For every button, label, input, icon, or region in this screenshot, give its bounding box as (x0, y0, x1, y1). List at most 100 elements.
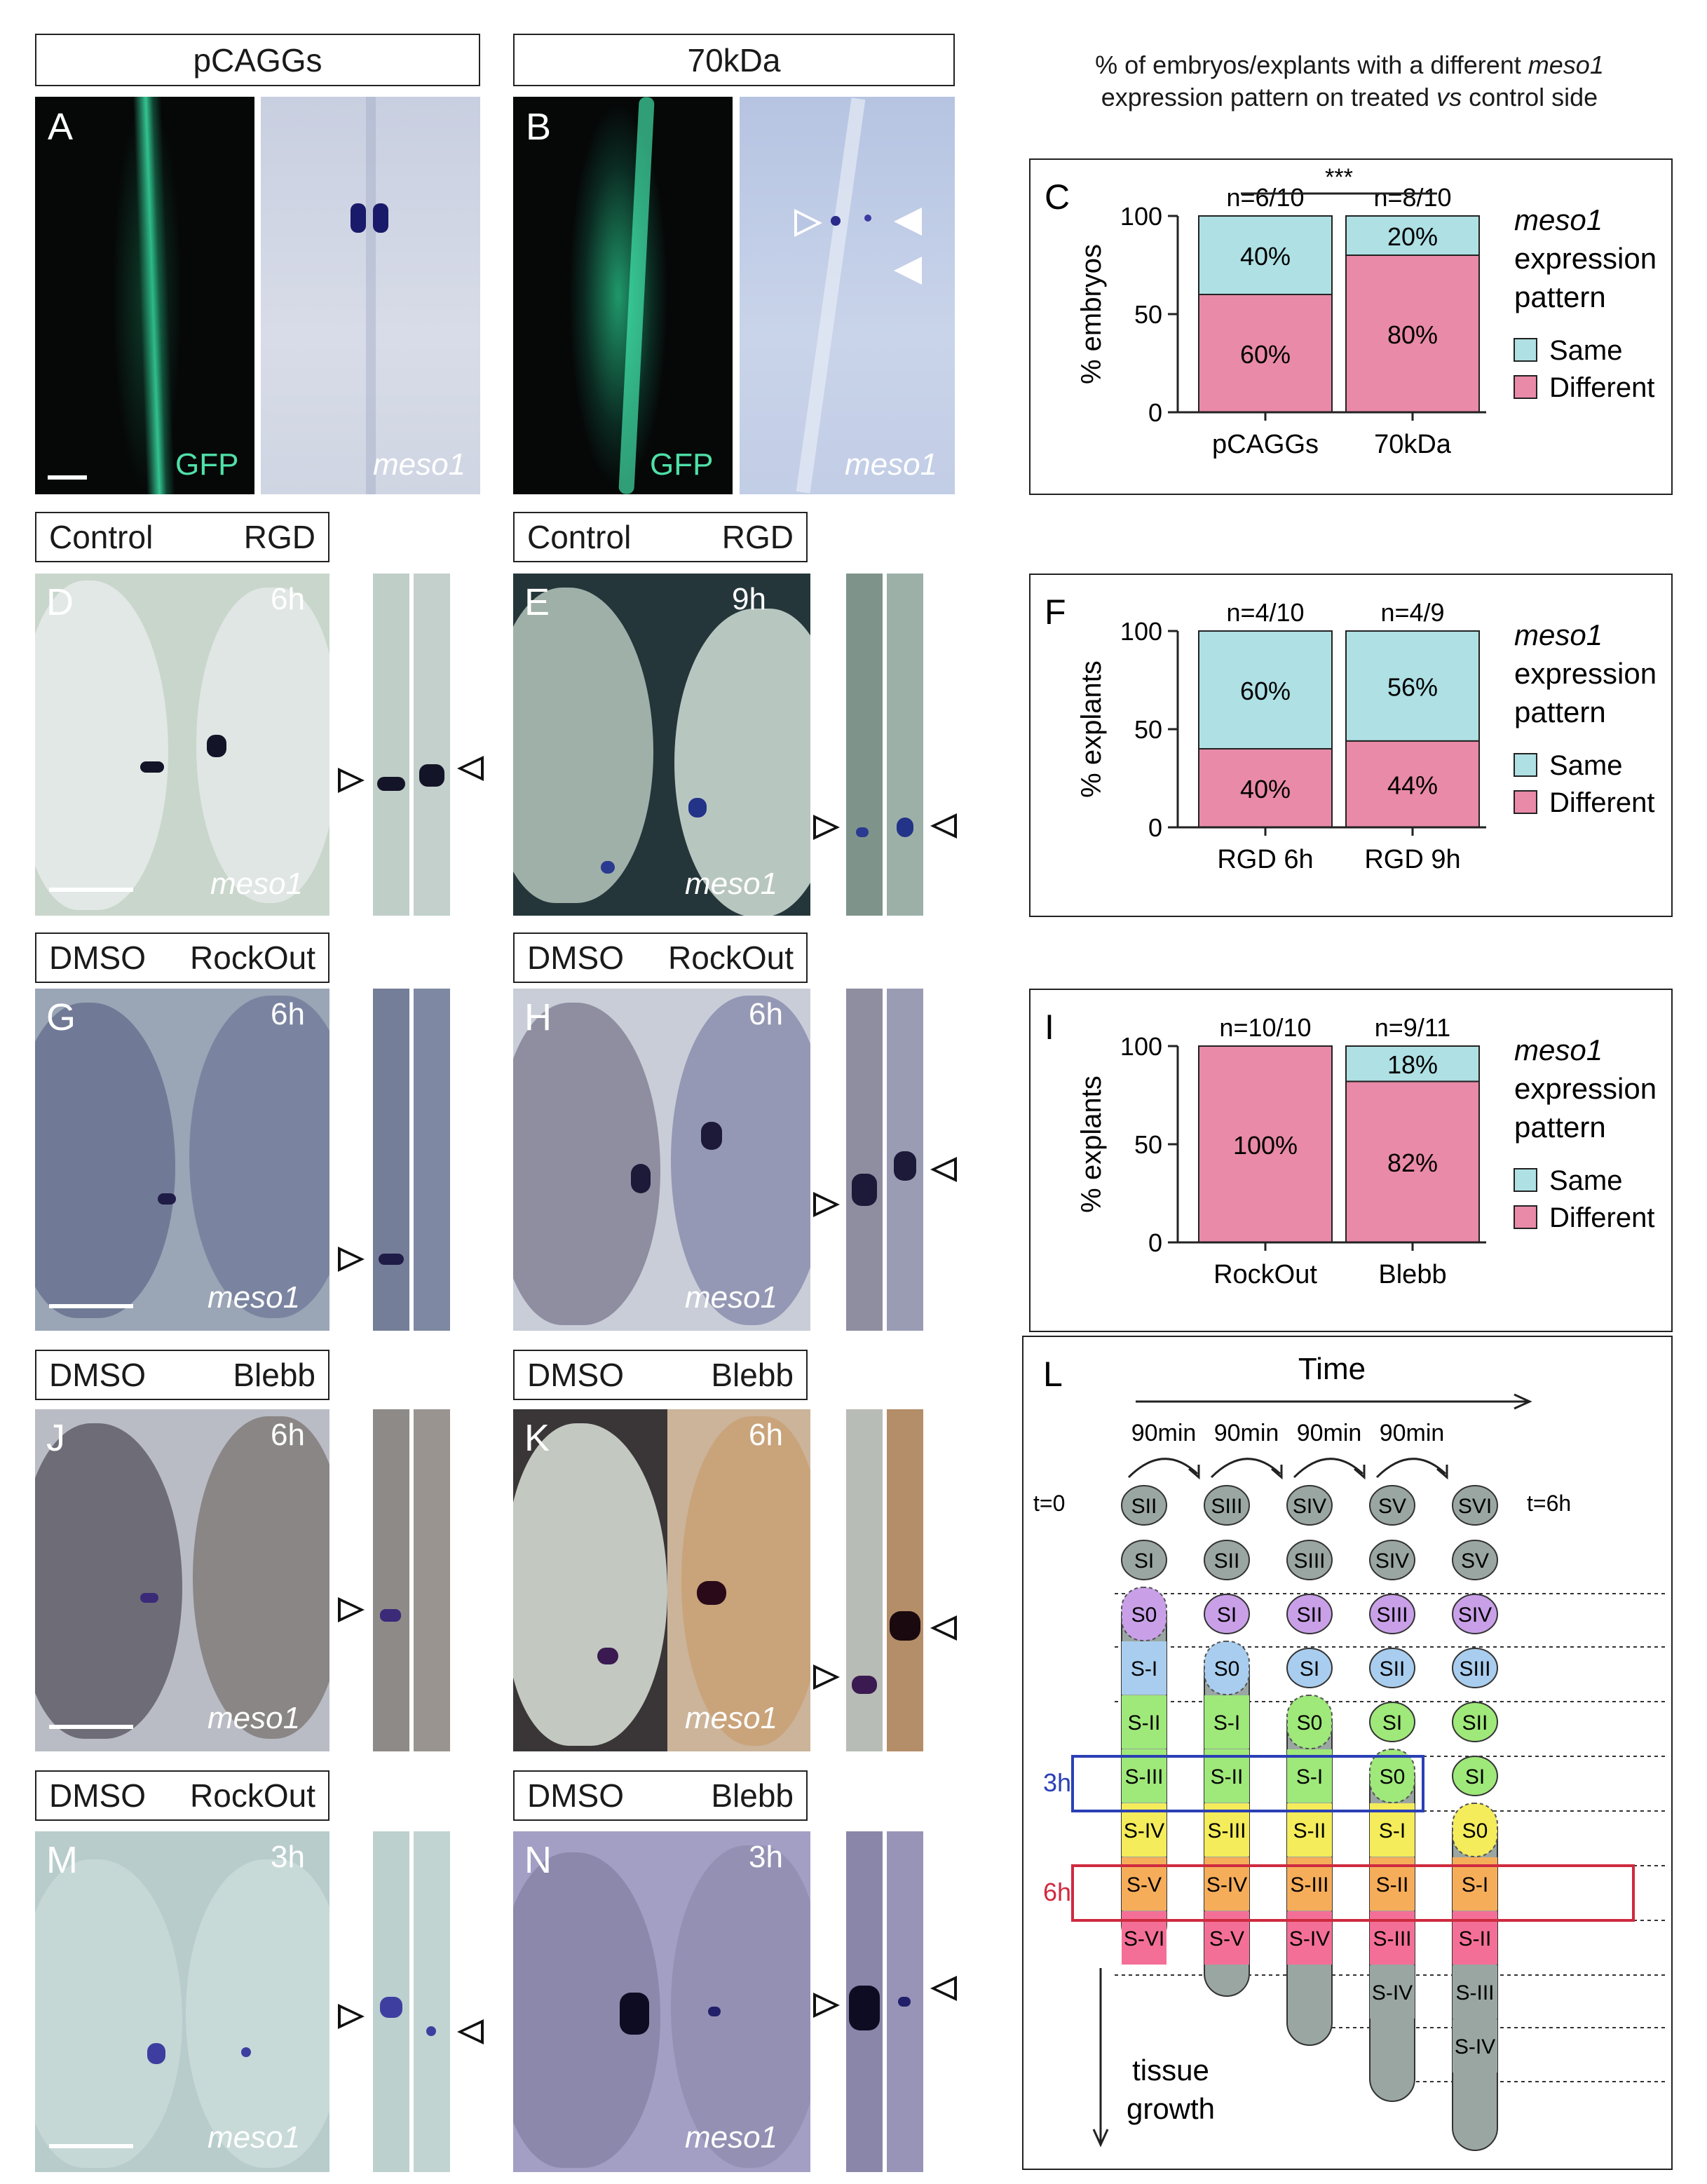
psm-segment-S-I (1287, 1749, 1332, 1803)
somite-label: SI (1465, 1765, 1485, 1789)
psm-segment-S-IV (1453, 2019, 1497, 2073)
panel-j-image: J 6h meso1 (35, 1409, 329, 1751)
legend-title-gene: meso1 (1514, 203, 1603, 236)
psm-label: S-III (1207, 1819, 1246, 1843)
header-d-right: RGD (243, 519, 315, 555)
strip-k-control (846, 1409, 883, 1751)
psm-segment-S0 (1121, 1587, 1167, 1641)
meso1-stain (708, 2007, 721, 2016)
psm-segment-S0 (1369, 1749, 1415, 1803)
data-label: 40% (1240, 775, 1291, 803)
psm-label: S0 (1462, 1819, 1488, 1843)
somite-label: SII (1214, 1549, 1240, 1573)
interval-arrow (1210, 1458, 1281, 1479)
gfp-signal (562, 97, 674, 494)
meso1-label: meso1 (685, 2120, 778, 2155)
somite-SV (1452, 1540, 1498, 1580)
legend-title-gene: meso1 (1514, 1033, 1603, 1066)
strip-m-control (373, 1831, 409, 2172)
header-n-right: Blebb (711, 1777, 794, 1814)
explant-control (513, 1423, 667, 1746)
bar-segment-same (1345, 630, 1480, 742)
filled-arrowhead (894, 257, 922, 285)
panel-e-image: E 9h meso1 (513, 574, 810, 916)
open-arrowhead-inner (463, 760, 481, 777)
somite-label: SIV (1458, 1603, 1492, 1627)
strip-h-control (846, 989, 883, 1331)
psm-label: S-II (1128, 1711, 1161, 1735)
strip-j-control (373, 1409, 409, 1751)
psm-label: S-III (1455, 1981, 1494, 2005)
legend-title: pattern (1514, 280, 1606, 313)
open-arrowhead-inner (463, 2023, 481, 2040)
strip-d-control (373, 574, 409, 916)
somite-label: SI (1300, 1657, 1319, 1681)
panel-b-meso1-image: meso1 (740, 97, 955, 494)
psm-label: S-II (1211, 1765, 1244, 1789)
neural-tube (366, 97, 376, 494)
header-j-right: Blebb (233, 1357, 315, 1393)
n-label: n=4/9 (1380, 598, 1444, 627)
header-70kda-text: 70kDa (687, 41, 781, 79)
panel-label-j: J (46, 1417, 65, 1459)
bar-segment-same (1345, 1045, 1480, 1083)
somite-label: SIII (1211, 1495, 1242, 1518)
strip-k-treated (887, 1409, 923, 1751)
legend-label-different: Different (1549, 1202, 1654, 1233)
meso1-label: meso1 (685, 1280, 778, 1315)
psm-segment-S-II (1204, 1749, 1249, 1803)
somite-SV (1369, 1485, 1415, 1526)
meso1-stain (377, 777, 405, 791)
time-arrow-head (1514, 1393, 1532, 1410)
somite-label: SII (1462, 1711, 1488, 1735)
meso1-stain (688, 798, 707, 818)
y-tick-label: 100 (1120, 617, 1162, 646)
explant-control (35, 1003, 175, 1318)
meso1-stain (147, 2043, 165, 2064)
panel-m-image: M 3h meso1 (35, 1831, 329, 2172)
meso1-stain (158, 1193, 176, 1205)
y-tick-label: 100 (1120, 1032, 1162, 1061)
panel-d-image: D 6h meso1 (35, 574, 329, 916)
header-70kda: 70kDa (513, 34, 955, 86)
panel-a-meso1-image: meso1 (261, 97, 480, 494)
open-arrowhead-inner (341, 772, 359, 789)
time-label: 6h (749, 997, 783, 1031)
meso1-label: meso1 (685, 867, 778, 901)
open-arrowhead-inner (341, 1601, 359, 1618)
bar-segment-same (1198, 630, 1333, 750)
explant-treated (671, 1845, 810, 2168)
data-label: 82% (1387, 1148, 1438, 1177)
interval-arrow (1375, 1458, 1447, 1479)
time-label: 3h (749, 1840, 783, 1874)
psm-segment-S-III (1453, 1965, 1497, 2019)
n-label: n=9/11 (1375, 1013, 1450, 1042)
open-arrowhead-inner (816, 1196, 834, 1213)
meso1-stain (426, 2026, 436, 2036)
panel-label-g: G (46, 996, 76, 1038)
open-arrowhead-inner (936, 1620, 954, 1636)
scale-bar (48, 475, 87, 480)
open-arrowhead-inner (816, 819, 834, 836)
explant-control (513, 588, 653, 903)
somite-SII (1369, 1648, 1415, 1688)
psm-label: S-IV (1206, 1873, 1247, 1897)
psm-segment-S0 (1286, 1695, 1333, 1749)
legend-swatch-different (1514, 790, 1537, 814)
chart-title-text: expression pattern on treated (1101, 83, 1437, 111)
somite-SI (1121, 1540, 1167, 1580)
meso1-label: meso1 (373, 447, 466, 482)
psm-label: S-IV (1455, 2035, 1495, 2058)
bar-segment-same (1345, 215, 1480, 256)
header-g-right: RockOut (190, 940, 315, 976)
gfp-label: GFP (650, 447, 714, 482)
open-arrowhead-inner (936, 1980, 954, 1997)
data-label: 20% (1387, 222, 1438, 251)
meso1-stain (852, 1174, 877, 1206)
legend-label-different: Different (1549, 787, 1654, 818)
interval-label: 90min (1297, 1420, 1362, 1446)
somite-label: SI (1382, 1711, 1402, 1735)
meso1-label: meso1 (210, 867, 304, 901)
